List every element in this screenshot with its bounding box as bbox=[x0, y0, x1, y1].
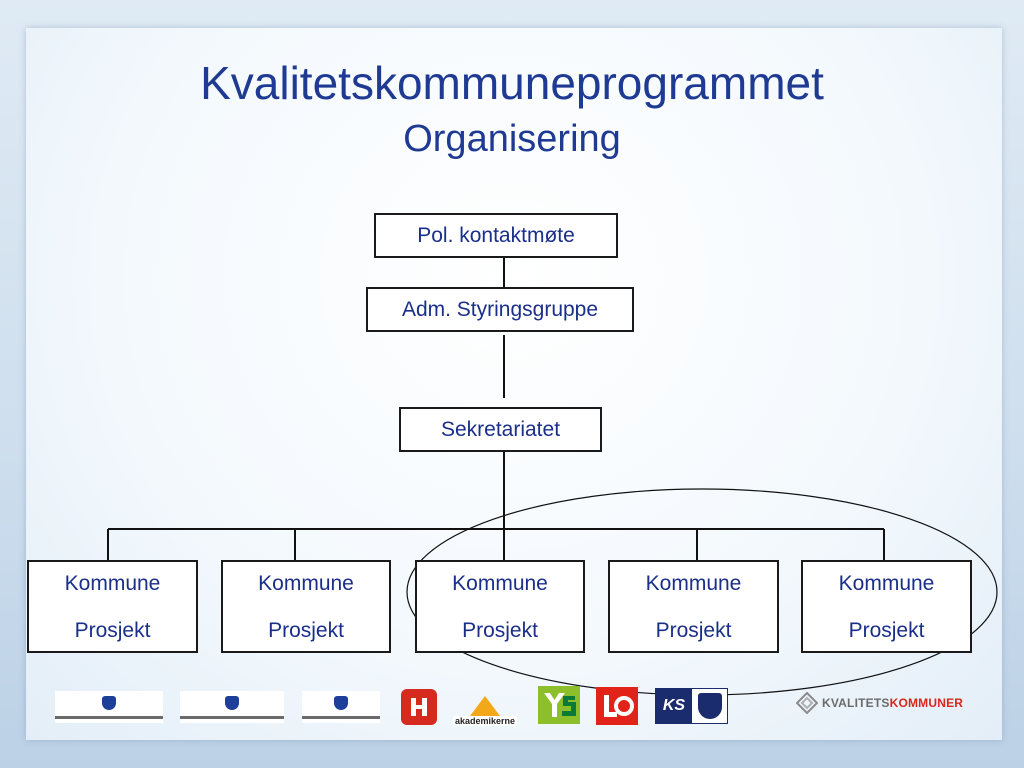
project-line2: Prosjekt bbox=[74, 618, 151, 642]
ys-logo bbox=[538, 686, 580, 724]
ministry-logo-krd bbox=[55, 691, 163, 723]
project-line1: Kommune bbox=[838, 571, 935, 595]
shield-icon bbox=[698, 693, 722, 719]
project-line2: Prosjekt bbox=[268, 618, 344, 642]
ks-logo: KS bbox=[655, 688, 728, 724]
lion-crest-icon bbox=[225, 695, 239, 710]
adm-styringsgruppe-box: Adm. Styringsgruppe bbox=[366, 287, 634, 332]
ministry-logo-hod bbox=[180, 691, 284, 723]
slide-subtitle: Organisering bbox=[403, 118, 621, 160]
akademikerne-text: akademikerne bbox=[452, 716, 518, 726]
project-line2: Prosjekt bbox=[848, 618, 925, 642]
ministry-logo-kd bbox=[302, 691, 380, 723]
project-line1: Kommune bbox=[258, 571, 354, 595]
project-line1: Kommune bbox=[645, 571, 742, 595]
project-box: Kommune Prosjekt bbox=[608, 560, 779, 653]
project-box: Kommune Prosjekt bbox=[801, 560, 972, 653]
unio-logo bbox=[401, 689, 437, 725]
diamond-logo-icon bbox=[796, 692, 818, 714]
lion-crest-icon bbox=[334, 695, 348, 710]
project-box: Kommune Prosjekt bbox=[415, 560, 585, 653]
project-line2: Prosjekt bbox=[655, 618, 732, 642]
pol-kontaktmote-label: Pol. kontaktmøte bbox=[417, 223, 575, 247]
triangle-icon bbox=[470, 696, 500, 716]
adm-styringsgruppe-label: Adm. Styringsgruppe bbox=[401, 297, 599, 321]
pol-kontaktmote-box: Pol. kontaktmøte bbox=[374, 213, 618, 258]
ks-text: KS bbox=[662, 697, 686, 714]
project-line1: Kommune bbox=[64, 571, 161, 595]
project-box: Kommune Prosjekt bbox=[221, 560, 391, 653]
brand-part1: KVALITETS bbox=[822, 696, 890, 710]
project-line2: Prosjekt bbox=[462, 618, 538, 642]
akademikerne-logo: akademikerne bbox=[452, 686, 518, 726]
sekretariatet-box: Sekretariatet bbox=[399, 407, 602, 452]
project-line1: Kommune bbox=[452, 571, 548, 595]
h-logo-icon bbox=[411, 698, 427, 716]
lion-crest-icon bbox=[102, 695, 116, 710]
lo-logo bbox=[596, 687, 638, 725]
sekretariatet-label: Sekretariatet bbox=[440, 417, 561, 441]
project-box: Kommune Prosjekt bbox=[27, 560, 198, 653]
ys-mark-icon bbox=[544, 693, 576, 717]
brand-part2: KOMMUNER bbox=[889, 696, 964, 710]
slide-title: Kvalitetskommuneprogrammet bbox=[200, 57, 824, 109]
ks-badge: KS bbox=[656, 689, 692, 723]
lo-mark-icon bbox=[604, 695, 634, 717]
